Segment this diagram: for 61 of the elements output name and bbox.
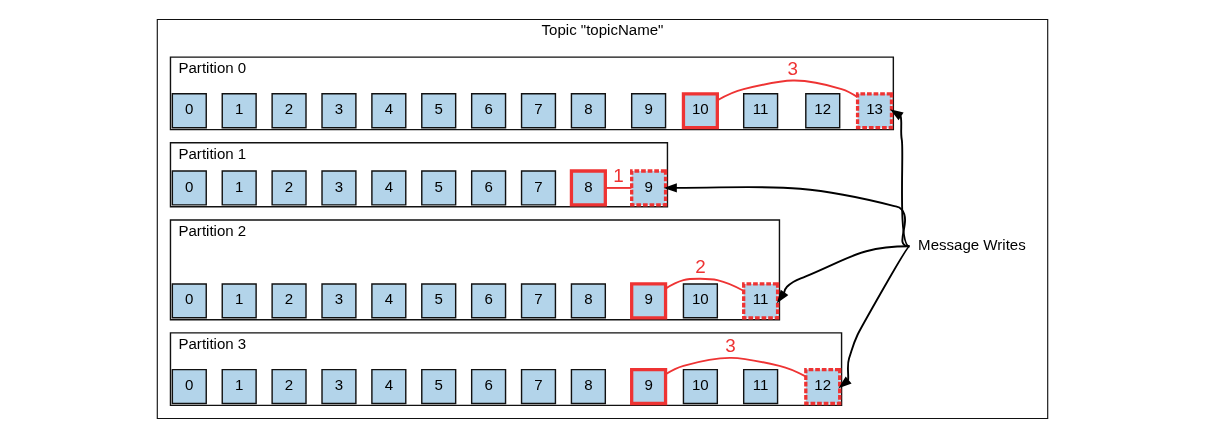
connector — [664, 356, 807, 378]
node-box: 4 — [371, 283, 407, 319]
node-box: 1 — [221, 93, 257, 129]
node-box: 4 — [371, 368, 407, 405]
node-box: 0 — [171, 283, 207, 319]
arrow — [838, 245, 911, 389]
node-box: 7 — [520, 170, 557, 206]
node-box: 1 — [221, 368, 257, 405]
node-box: 3 — [321, 170, 357, 206]
node-box: 2 — [271, 283, 307, 319]
node-box: 5 — [421, 283, 457, 319]
edge-label: 3 — [725, 334, 736, 356]
node-box: 5 — [421, 93, 457, 129]
node-box: 3 — [321, 283, 357, 319]
node-box: 4 — [371, 170, 407, 206]
node-box: 6 — [470, 170, 507, 206]
node-box: 9 — [630, 282, 668, 320]
edge-label: 3 — [787, 57, 798, 79]
node-box: 9 — [630, 169, 668, 207]
node-box: 3 — [321, 368, 357, 405]
edge-label: 1 — [613, 165, 624, 187]
node-box: 9 — [630, 367, 668, 406]
node-box: 5 — [421, 170, 457, 206]
arrow — [890, 109, 911, 248]
node-box: 8 — [570, 283, 607, 319]
node-box: 6 — [470, 283, 507, 319]
node-box: 12 — [805, 93, 841, 129]
node-text: Message Writes — [918, 235, 1026, 253]
node-box: 8 — [570, 368, 607, 405]
node-box: 8 — [570, 93, 607, 129]
node-box: 11 — [742, 282, 780, 320]
node-box: 0 — [171, 93, 207, 129]
arrow — [776, 245, 911, 304]
node-box: 10 — [682, 283, 719, 319]
node-box: 12 — [804, 367, 842, 406]
node-box: 11 — [743, 368, 779, 405]
node-box: 2 — [271, 93, 307, 129]
connector — [716, 79, 859, 102]
edge-label: 2 — [695, 255, 706, 277]
node-box: 2 — [271, 170, 307, 206]
node-box: 5 — [421, 368, 457, 405]
node-box: 13 — [855, 92, 894, 130]
node-box: 6 — [470, 368, 507, 405]
node-box: 7 — [520, 368, 557, 405]
node-box: 9 — [630, 93, 667, 129]
node-box: 1 — [221, 283, 257, 319]
node-box: 8 — [569, 169, 607, 207]
node-box: 10 — [682, 368, 719, 405]
node-box: 4 — [371, 93, 407, 129]
node-box: 7 — [520, 283, 557, 319]
node-box: 1 — [221, 170, 257, 206]
node-box: 7 — [520, 93, 557, 129]
connector — [664, 277, 745, 292]
node-box: 11 — [743, 93, 779, 129]
node-box: 0 — [171, 368, 207, 405]
node-box: 2 — [271, 368, 307, 405]
node-box: 3 — [321, 93, 357, 129]
connector — [604, 187, 633, 189]
node-box: 0 — [171, 170, 207, 206]
node-box: 6 — [470, 93, 507, 129]
node-box: 10 — [681, 92, 719, 130]
